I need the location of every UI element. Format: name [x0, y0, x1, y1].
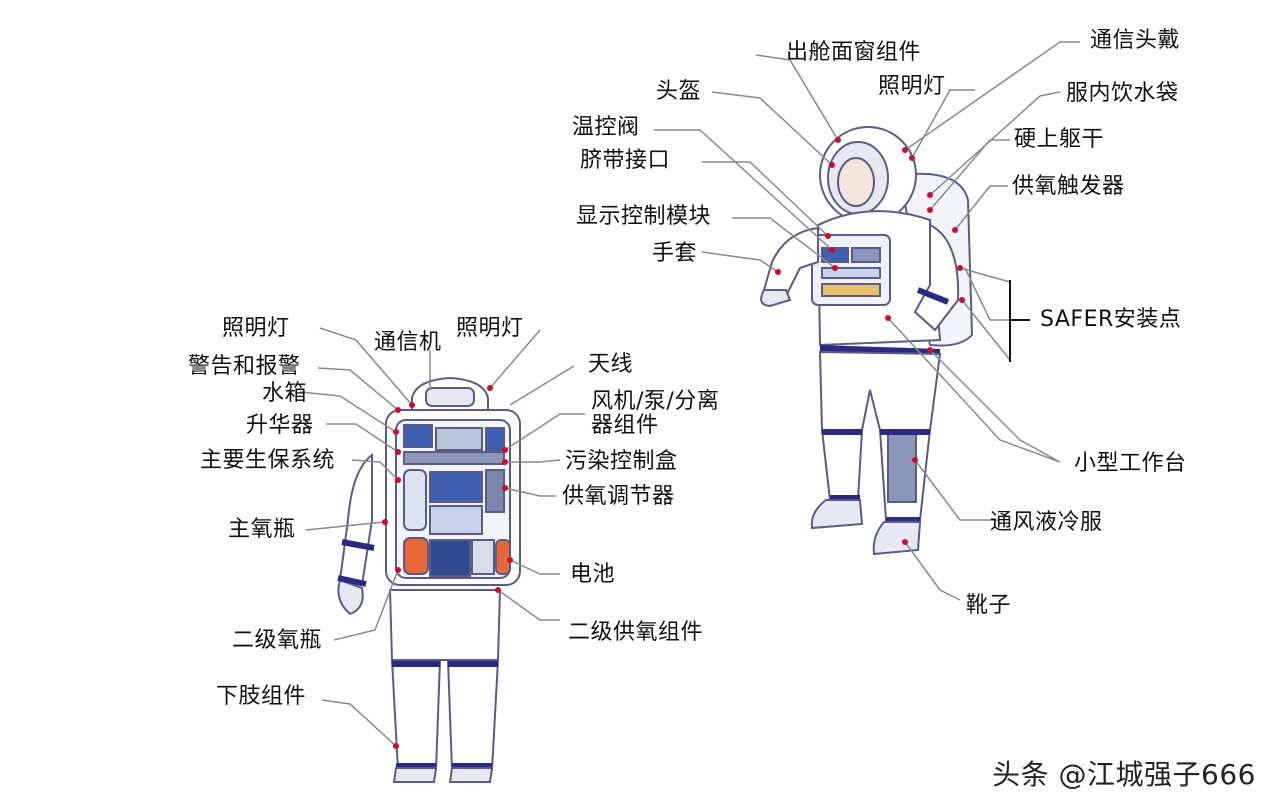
label-comm-unit: 通信机	[374, 330, 442, 355]
label-antenna: 天线	[588, 352, 634, 377]
label-visor-assembly: 出舱面窗组件	[786, 40, 922, 65]
label-secondary-oxygen-supply: 二级供氧组件	[568, 620, 704, 645]
label-oxygen-regulator: 供氧调节器	[562, 484, 675, 509]
label-safer-mount: SAFER安装点	[1040, 307, 1182, 332]
watermark: 头条 @江城强子666	[992, 758, 1256, 791]
label-water-tank: 水箱	[262, 381, 308, 406]
label-drinking-bag: 服内饮水袋	[1066, 81, 1179, 106]
label-hard-upper-torso: 硬上躯干	[1014, 127, 1105, 152]
front-leader-lines	[654, 41, 1080, 601]
label-main-life-support: 主要生保系统	[200, 448, 336, 473]
label-lighting-lamp-right: 照明灯	[456, 316, 524, 341]
label-secondary-oxygen-bottle: 二级氧瓶	[232, 628, 323, 653]
label-display-control-module: 显示控制模块	[576, 204, 712, 229]
label-comm-headset: 通信头戴	[1090, 28, 1181, 53]
label-fan-pump-line1: 风机/泵/分离	[591, 389, 720, 414]
label-lighting-lamp-front: 照明灯	[878, 74, 946, 99]
label-boots: 靴子	[966, 593, 1012, 618]
label-fan-pump-line2: 器组件	[591, 413, 659, 438]
label-lighting-lamp-left: 照明灯	[222, 316, 290, 341]
rear-markers	[382, 385, 513, 749]
front-suit-figure	[760, 126, 974, 556]
label-main-oxygen-bottle: 主氧瓶	[228, 517, 296, 542]
label-mini-workstation: 小型工作台	[1074, 451, 1187, 476]
front-markers	[775, 137, 965, 545]
label-umbilical-interface: 脐带接口	[580, 148, 671, 173]
rear-suit-figure	[337, 376, 521, 783]
label-contamination-control-box: 污染控制盒	[565, 449, 678, 474]
label-battery: 电池	[570, 562, 616, 587]
label-ventilation-cooling-garment: 通风液冷服	[990, 510, 1103, 535]
rear-leader-lines	[299, 327, 585, 747]
label-helmet: 头盔	[656, 79, 702, 104]
label-warning-alarm: 警告和报警	[188, 354, 301, 379]
label-temp-control-valve: 温控阀	[572, 115, 640, 140]
label-lower-limb-assembly: 下肢组件	[216, 684, 307, 709]
label-oxygen-trigger: 供氧触发器	[1012, 174, 1125, 199]
label-sublimator: 升华器	[246, 413, 314, 438]
label-glove: 手套	[652, 241, 698, 266]
